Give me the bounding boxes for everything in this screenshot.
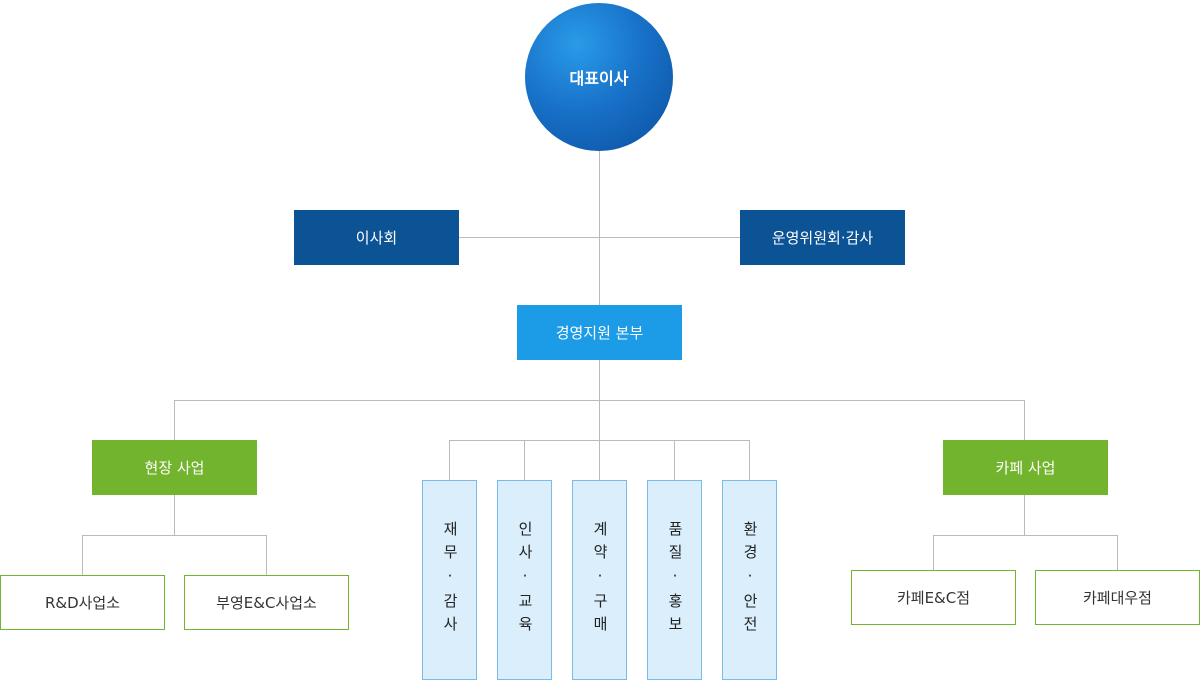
field-child-node: 부영E&C사업소 <box>184 575 349 630</box>
department-label: 품질·홍보 <box>666 521 684 639</box>
department-label: 환경·안전 <box>741 521 759 639</box>
cafe-business-label: 카페 사업 <box>995 459 1056 477</box>
management-label: 경영지원 본부 <box>555 324 644 342</box>
cafe-business-node: 카페 사업 <box>943 440 1108 495</box>
committee-label: 운영위원회·감사 <box>771 229 874 247</box>
cafe-child-node: 카페대우점 <box>1035 570 1200 625</box>
field-child-label: 부영E&C사업소 <box>216 594 317 612</box>
board-label: 이사회 <box>355 229 398 247</box>
field-child-node: R&D사업소 <box>0 575 165 630</box>
cafe-child-label: 카페대우점 <box>1082 589 1152 607</box>
board-node: 이사회 <box>294 210 459 265</box>
field-business-label: 현장 사업 <box>144 459 205 477</box>
cafe-child-node: 카페E&C점 <box>851 570 1016 625</box>
department-label: 재무·감사 <box>441 521 459 639</box>
ceo-node: 대표이사 <box>525 3 673 151</box>
department-node: 환경·안전 <box>722 480 777 680</box>
department-node: 품질·홍보 <box>647 480 702 680</box>
department-label: 계약·구매 <box>591 521 609 639</box>
field-child-label: R&D사업소 <box>44 594 121 612</box>
field-business-node: 현장 사업 <box>92 440 257 495</box>
department-node: 인사·교육 <box>497 480 552 680</box>
cafe-child-label: 카페E&C점 <box>896 589 971 607</box>
management-node: 경영지원 본부 <box>517 305 682 360</box>
ceo-label: 대표이사 <box>569 69 629 88</box>
department-label: 인사·교육 <box>516 521 534 639</box>
committee-node: 운영위원회·감사 <box>740 210 905 265</box>
department-node: 재무·감사 <box>422 480 477 680</box>
department-node: 계약·구매 <box>572 480 627 680</box>
